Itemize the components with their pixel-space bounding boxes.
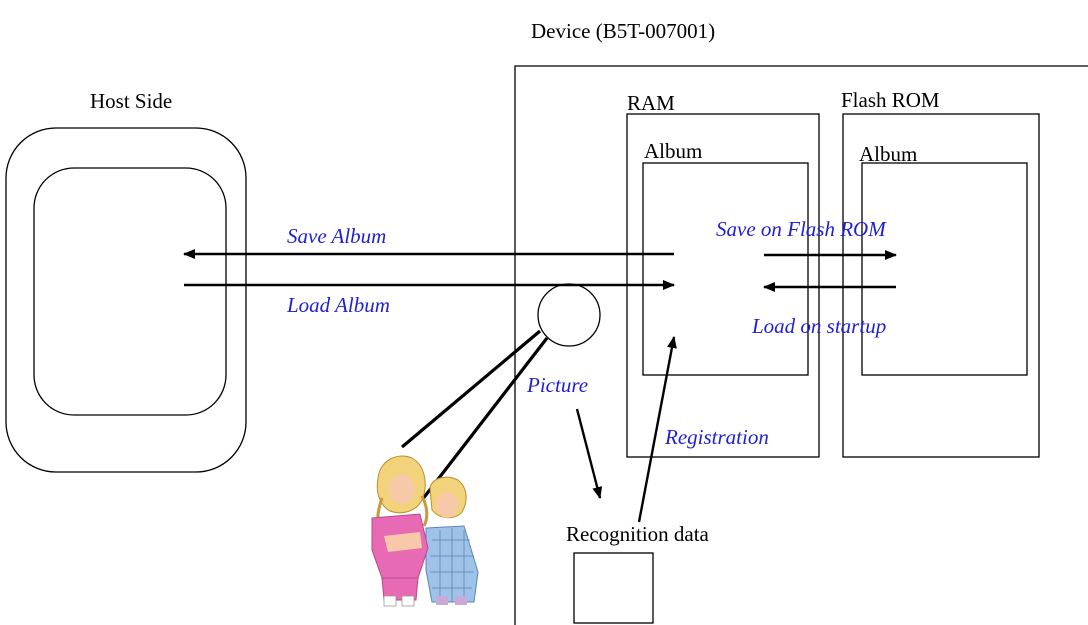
load-album-label: Load Album bbox=[286, 293, 390, 317]
device-title: Device (B5T-007001) bbox=[531, 19, 715, 43]
device-boundary bbox=[514, 65, 1088, 625]
people-clipart-icon bbox=[371, 455, 479, 607]
host-outer-frame bbox=[5, 127, 247, 473]
save-on-flash-label: Save on Flash ROM bbox=[716, 217, 887, 241]
recognition-data-box bbox=[573, 552, 654, 624]
camera-lens-icon bbox=[537, 283, 601, 347]
ram-album-label: Album bbox=[644, 139, 702, 163]
ram-label: RAM bbox=[627, 91, 675, 115]
flash-rom-label: Flash ROM bbox=[841, 88, 940, 112]
flash-album-box bbox=[861, 162, 1028, 376]
camera-view-line-lower bbox=[420, 337, 549, 501]
save-album-label: Save Album bbox=[287, 224, 386, 248]
registration-label: Registration bbox=[664, 425, 769, 449]
load-on-startup-label: Load on startup bbox=[751, 314, 886, 338]
registration-arrow bbox=[637, 336, 677, 523]
picture-label: Picture bbox=[526, 373, 588, 397]
flash-rom-box bbox=[842, 113, 1040, 458]
picture-arrow bbox=[575, 408, 603, 499]
recognition-data-label: Recognition data bbox=[566, 522, 710, 546]
host-side-label: Host Side bbox=[90, 89, 172, 113]
ram-album-box bbox=[642, 162, 809, 376]
host-inner-screen bbox=[33, 167, 227, 416]
flash-album-label: Album bbox=[859, 142, 917, 166]
camera-view-line-upper bbox=[400, 329, 542, 449]
